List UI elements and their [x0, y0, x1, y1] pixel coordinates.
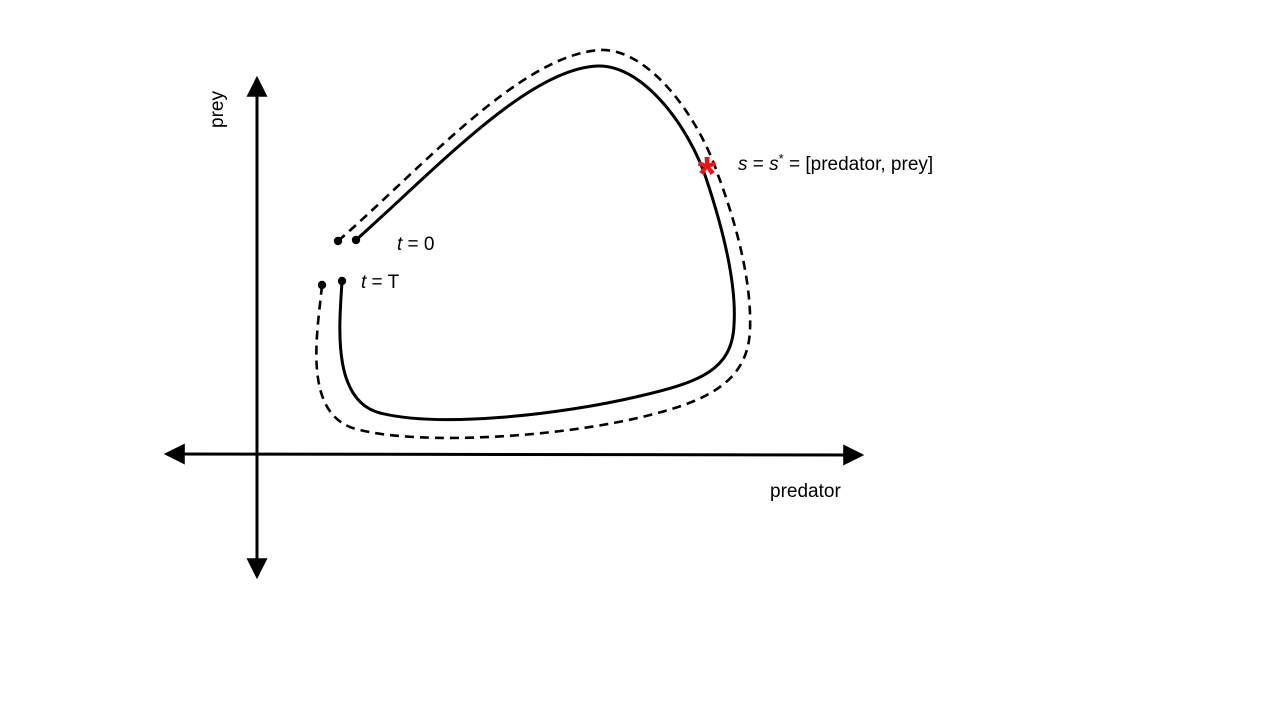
state-annotation: s = s* = [predator, prey]: [738, 151, 933, 175]
dashed-start-point: [333, 236, 343, 246]
end-time-label: t = T: [361, 272, 400, 293]
solid-trajectory: [338, 64, 736, 422]
start-time-label: t = 0: [397, 234, 435, 255]
y-axis-label: prey: [207, 91, 228, 128]
x-axis: [163, 443, 865, 466]
dashed-end-point: [317, 280, 327, 290]
dashed-trajectory: [315, 48, 752, 440]
solid-end-point: [337, 276, 347, 286]
state-marker-asterisk: *: [698, 148, 717, 201]
x-axis-label: predator: [770, 481, 841, 502]
solid-start-point: [351, 235, 361, 245]
